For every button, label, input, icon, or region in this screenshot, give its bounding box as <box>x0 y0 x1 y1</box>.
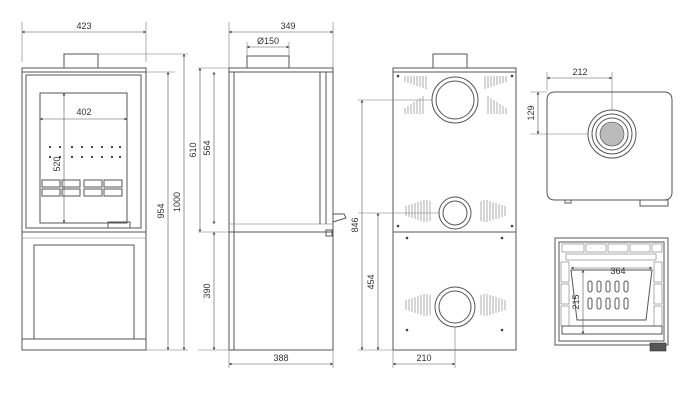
side-depth-label: 349 <box>280 21 295 31</box>
back-body <box>392 71 517 351</box>
front-width-label: 423 <box>76 21 91 31</box>
side-view: 349 Ø150 610 564 390 388 <box>188 21 347 368</box>
side-flue-collar <box>246 55 290 69</box>
side-body <box>228 71 334 351</box>
lower-flue-label: 454 <box>366 274 376 289</box>
glass-height-label: 520 <box>52 156 62 171</box>
flue-diameter-label: Ø150 <box>257 36 279 46</box>
body-height-label: 954 <box>156 203 166 218</box>
back-top-flue-outlet <box>431 76 479 124</box>
flue-height-label: 846 <box>350 217 360 232</box>
front-pedestal-panel <box>33 244 135 340</box>
section-width-label: 364 <box>610 266 625 276</box>
base-depth-label: 388 <box>273 353 288 363</box>
section-height-label: 215 <box>571 294 581 309</box>
back-rear-flue-outlet <box>438 196 472 230</box>
back-view: 846 454 210 <box>350 53 517 368</box>
upper-height-label: 610 <box>188 142 198 157</box>
top-offset-y-label: 129 <box>526 105 536 120</box>
section-handle <box>649 342 667 352</box>
firebox-section-view: 364 215 <box>554 237 669 352</box>
total-height-label: 1000 <box>172 192 182 212</box>
glass-width-label: 402 <box>76 107 91 117</box>
top-offset-x-label: 212 <box>572 67 587 77</box>
front-flue-collar <box>63 53 99 69</box>
top-view: 212 129 <box>526 67 673 207</box>
back-offset-label: 210 <box>416 353 431 363</box>
back-lower-outlet <box>434 286 476 328</box>
door-handle <box>107 221 131 229</box>
front-door <box>25 74 142 229</box>
pedestal-height-label: 390 <box>202 283 212 298</box>
back-flue-collar <box>432 53 468 69</box>
firebox-height-label: 564 <box>202 140 212 155</box>
section-outline <box>554 237 669 346</box>
front-glass <box>39 92 128 224</box>
front-view: 423 402 520 <box>21 21 188 351</box>
side-handle <box>332 213 347 223</box>
